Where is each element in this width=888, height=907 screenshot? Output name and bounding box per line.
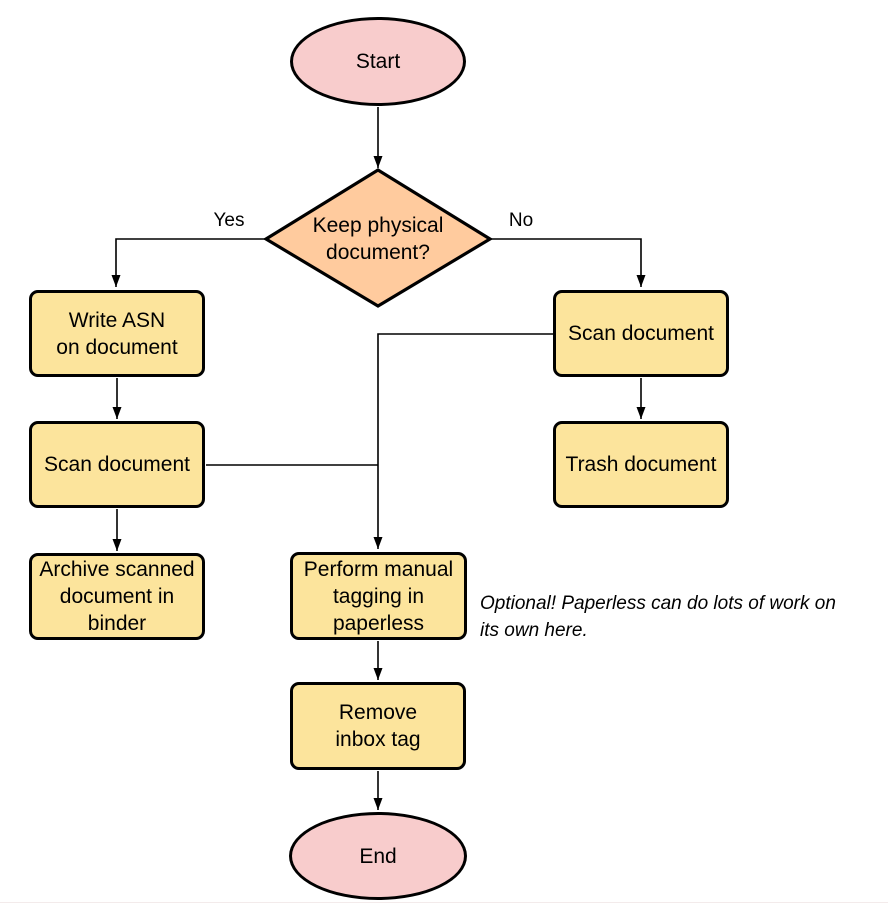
node-perform-manual-tagging: Perform manual tagging in paperless <box>290 552 467 640</box>
node-decision-label: Keep physical document? <box>312 214 444 264</box>
edge-scan-right-to-tagging <box>373 333 554 549</box>
node-archive-label: Archive scanned document in binder <box>39 558 195 635</box>
node-archive-scanned-document: Archive scanned document in binder <box>29 553 205 640</box>
node-scan-right-label: Scan document <box>568 322 714 345</box>
edge-label-no: No <box>508 210 534 231</box>
note-optional-paperless: Optional! Paperless can do lots of work … <box>480 593 836 641</box>
edge-decision-yes-to-write-asn <box>111 238 266 287</box>
node-trash-document: Trash document <box>553 421 729 508</box>
decision-keep-physical-document-shape <box>262 168 494 308</box>
node-scan-left-label: Scan document <box>44 453 190 476</box>
node-write-asn-on-document: Write ASN on document <box>29 290 205 377</box>
node-end-label: End <box>359 844 397 868</box>
node-start: Start <box>290 17 466 106</box>
node-trash-label: Trash document <box>565 453 717 476</box>
edge-label-yes: Yes <box>213 210 245 231</box>
node-tagging-label: Perform manual tagging in paperless <box>303 557 454 635</box>
node-scan-document-left: Scan document <box>29 421 205 508</box>
node-end: End <box>289 812 467 900</box>
node-write-asn-label: Write ASN on document <box>56 308 178 359</box>
page-bottom-divider <box>0 902 888 903</box>
node-remove-inbox-tag: Remove inbox tag <box>290 682 466 770</box>
node-scan-document-right: Scan document <box>553 290 729 377</box>
node-remove-inbox-label: Remove inbox tag <box>335 701 421 751</box>
node-start-label: Start <box>355 50 401 73</box>
edge-decision-no-to-scan-right <box>489 238 646 287</box>
